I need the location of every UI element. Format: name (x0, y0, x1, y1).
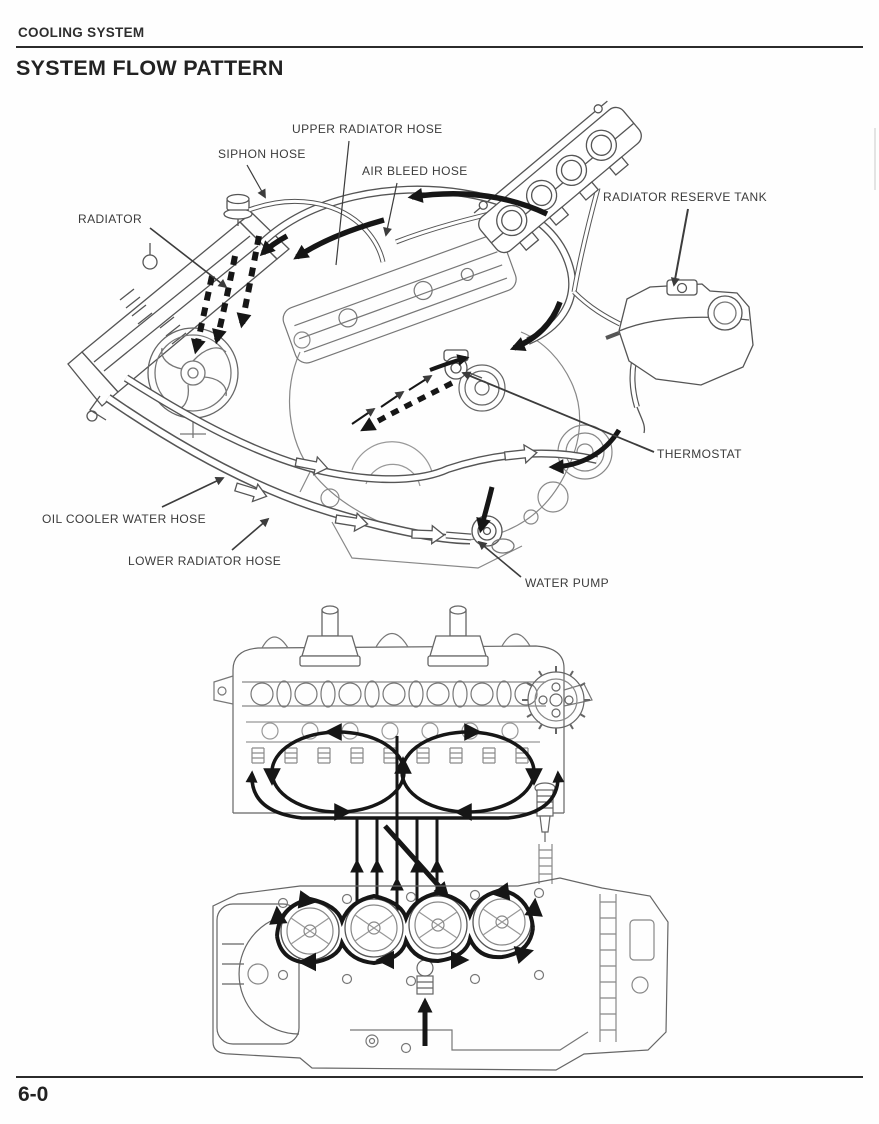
throttle-bodies-art (473, 100, 642, 254)
label-siphon-hose: SIPHON HOSE (218, 147, 306, 161)
label-water-pump: WATER PUMP (525, 576, 609, 590)
page-title: SYSTEM FLOW PATTERN (16, 56, 284, 80)
label-radiator-reserve-tank: RADIATOR RESERVE TANK (603, 190, 767, 204)
head-flow-loops (245, 724, 565, 820)
cylinder-block-art (212, 877, 669, 1071)
water-pump-art (445, 515, 515, 554)
reserve-tank-art (605, 279, 754, 434)
label-oil-cooler-water-hose: OIL COOLER WATER HOSE (42, 512, 206, 526)
siphon-hose-art (248, 198, 386, 263)
label-air-bleed-hose: AIR BLEED HOSE (362, 164, 468, 178)
chapter-title: COOLING SYSTEM (18, 25, 145, 40)
footer-rule (16, 1076, 863, 1078)
leader-lines (149, 140, 689, 578)
page-number: 6-0 (18, 1083, 49, 1106)
label-thermostat: THERMOSTAT (657, 447, 742, 461)
engine-art (282, 234, 613, 569)
radiator-cap (223, 193, 253, 226)
label-radiator: RADIATOR (78, 212, 143, 226)
header-rule (16, 46, 863, 48)
label-lower-radiator-hose: LOWER RADIATOR HOSE (128, 554, 282, 568)
block-flow-ring (269, 883, 543, 1046)
oil-cooler-water-hose-art (123, 374, 598, 484)
coolant-flow-arrows-upper (191, 188, 622, 534)
label-upper-radiator-hose: UPPER RADIATOR HOSE (292, 122, 443, 136)
